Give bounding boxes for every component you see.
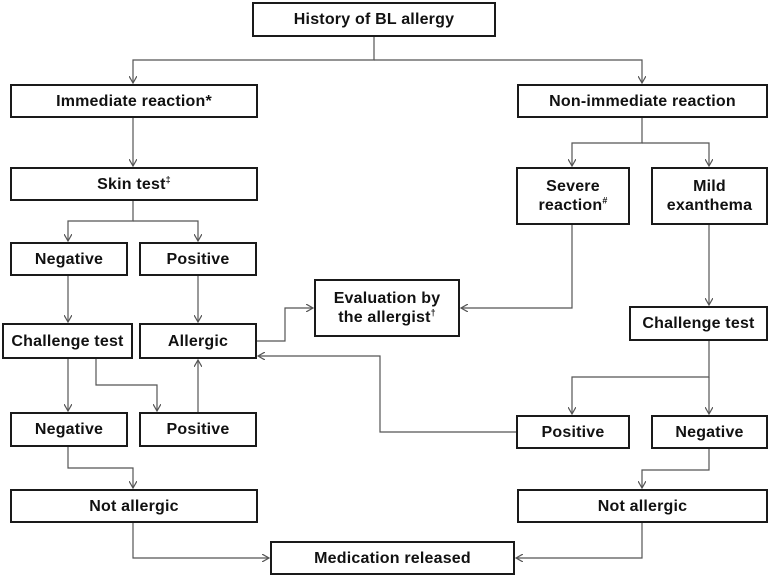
immediate-reaction-label: Immediate reaction* xyxy=(56,92,212,110)
allergic-box: Allergic xyxy=(139,323,257,359)
connector-history-to-nonimmediate xyxy=(374,59,642,83)
connector-challenge-right-to-positive xyxy=(572,341,710,414)
evaluation-footnote-mark: † xyxy=(430,307,436,318)
connector-skin-test-to-negative xyxy=(68,201,134,241)
evaluation-label-line2: the allergist xyxy=(338,309,431,326)
medication-released-label: Medication released xyxy=(314,549,471,567)
medication-released-box: Medication released xyxy=(270,541,515,575)
connector-not-allergic-right-to-released xyxy=(516,523,643,558)
allergic-label: Allergic xyxy=(167,332,229,350)
severe-label-line1: Severe xyxy=(546,178,600,195)
challenge-negative-right-box: Negative xyxy=(651,415,768,449)
connector-positive-right-to-allergic xyxy=(258,356,516,433)
challenge-test-right-label: Challenge test xyxy=(642,315,755,332)
skin-test-positive-label: Positive xyxy=(166,250,230,268)
challenge-test-right-box: Challenge test xyxy=(629,306,768,341)
skin-test-footnote-mark: ‡ xyxy=(165,174,171,185)
mild-label-line1: Mild xyxy=(693,178,726,195)
challenge-negative-left-box: Negative xyxy=(10,412,128,447)
severe-label-line2: reaction xyxy=(538,197,603,214)
connector-nonimmediate-to-severe xyxy=(572,118,643,166)
connector-challenge-left-to-positive xyxy=(95,359,157,411)
mild-label-line2: exanthema xyxy=(666,197,753,214)
connector-allergic-to-evaluation xyxy=(257,308,313,342)
connector-skin-test-to-positive xyxy=(133,220,198,241)
connector-negative-right-to-not-allergic xyxy=(642,449,710,488)
skin-test-box: Skin test‡ xyxy=(10,167,258,201)
connector-negative-to-not-allergic xyxy=(67,447,133,488)
not-allergic-left-label: Not allergic xyxy=(89,497,179,515)
challenge-negative-right-label: Negative xyxy=(675,423,744,441)
evaluation-by-allergist-box: Evaluation by the allergist† xyxy=(314,279,460,337)
challenge-negative-left-label: Negative xyxy=(34,421,104,438)
challenge-positive-left-label: Positive xyxy=(166,421,230,438)
not-allergic-right-box: Not allergic xyxy=(517,489,768,523)
skin-test-label: Skin test xyxy=(97,175,166,193)
not-allergic-right-label: Not allergic xyxy=(597,497,688,515)
skin-test-negative-label: Negative xyxy=(34,250,104,268)
mild-exanthema-box: Mild exanthema xyxy=(651,167,768,225)
skin-test-positive-box: Positive xyxy=(139,242,257,276)
not-allergic-left-box: Not allergic xyxy=(10,489,258,523)
connector-nonimmediate-to-mild xyxy=(642,142,709,166)
non-immediate-reaction-box: Non-immediate reaction xyxy=(517,84,768,118)
connector-not-allergic-to-released xyxy=(132,523,269,558)
connector-severe-to-evaluation xyxy=(461,225,573,308)
history-of-bl-allergy-box: History of BL allergy xyxy=(252,2,496,37)
severe-footnote-mark: # xyxy=(602,195,608,206)
challenge-positive-left-box: Positive xyxy=(139,412,257,447)
non-immediate-reaction-label: Non-immediate reaction xyxy=(549,92,736,110)
skin-test-negative-box: Negative xyxy=(10,242,128,276)
connector-history-to-immediate xyxy=(133,37,375,83)
challenge-positive-right-label: Positive xyxy=(541,423,605,441)
evaluation-label-line1: Evaluation by xyxy=(333,290,441,307)
history-label: History of BL allergy xyxy=(293,11,455,28)
severe-reaction-box: Severe reaction# xyxy=(516,167,630,225)
immediate-reaction-box: Immediate reaction* xyxy=(10,84,258,118)
challenge-test-left-box: Challenge test xyxy=(2,323,133,359)
challenge-test-left-label: Challenge test xyxy=(11,332,124,350)
challenge-positive-right-box: Positive xyxy=(516,415,630,449)
